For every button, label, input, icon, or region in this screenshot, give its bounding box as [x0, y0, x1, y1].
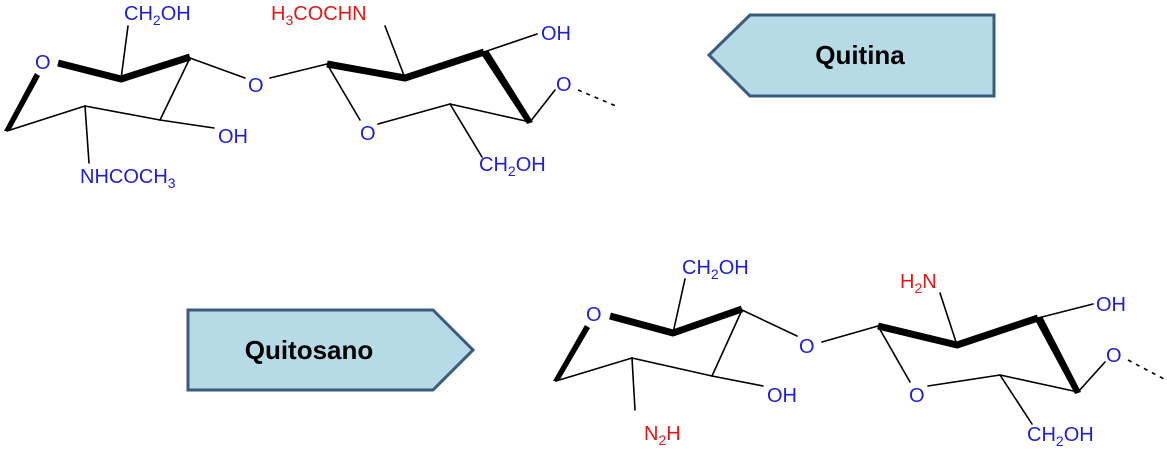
chitosan-right-bold-edge [877, 314, 1040, 349]
chitosan-tag: Quitosano [186, 308, 476, 392]
chitosan-h2n: H2N [900, 271, 937, 296]
chitin-right-bold-edge [326, 48, 486, 82]
chitosan-o-chain: O [1106, 345, 1122, 367]
chitin-ch2oh-top-text: CH [124, 3, 153, 25]
chitin-structure: O CH2OH NHCOCH3 OH O H3COCHN OH O CH2OH … [4, 3, 617, 191]
chitin-ring-o-left: O [35, 52, 51, 74]
chitin-oh-top-right: OH [541, 23, 571, 45]
chitin-ring-o-right: O [360, 123, 376, 145]
chitosan-left-wedge [553, 325, 590, 381]
chitosan-ring-o-left: O [586, 304, 602, 326]
chitosan-n2h: N2H [644, 423, 681, 448]
chitin-right-wedge [481, 50, 533, 124]
chitin-tag: Quitina [706, 13, 996, 98]
chitin-oh-left: OH [218, 126, 248, 148]
chitin-o-chain: O [556, 74, 572, 96]
chitosan-oh-left: OH [767, 385, 797, 407]
chitosan-ring-o-right: O [909, 385, 925, 407]
chitin-ch2oh-top: CH2OH [124, 3, 191, 28]
chitosan-chain-dash [1127, 359, 1167, 381]
chitin-nhcoch3: NHCOCH3 [80, 166, 176, 191]
chitin-glycosidic-o: O [248, 75, 264, 97]
chitosan-right-wedge [1035, 316, 1081, 394]
chitosan-glycosidic-o: O [799, 336, 815, 358]
chitin-h3cochn: H3COCHN [271, 3, 367, 28]
chitosan-ch2oh-top: CH2OH [682, 257, 749, 282]
chitosan-structure: O CH2OH N2H OH O H2N OH O CH2OH O [553, 257, 1167, 449]
chitin-left-wedge [4, 73, 40, 131]
chitosan-tag-label: Quitosano [245, 335, 374, 365]
chitin-ch2oh-bottom: CH2OH [479, 154, 546, 179]
chitosan-oh-top-right: OH [1096, 294, 1126, 316]
chitin-chain-dash [577, 89, 617, 107]
chitosan-ch2oh-bottom: CH2OH [1027, 424, 1094, 449]
chitin-tag-label: Quitina [815, 40, 905, 70]
